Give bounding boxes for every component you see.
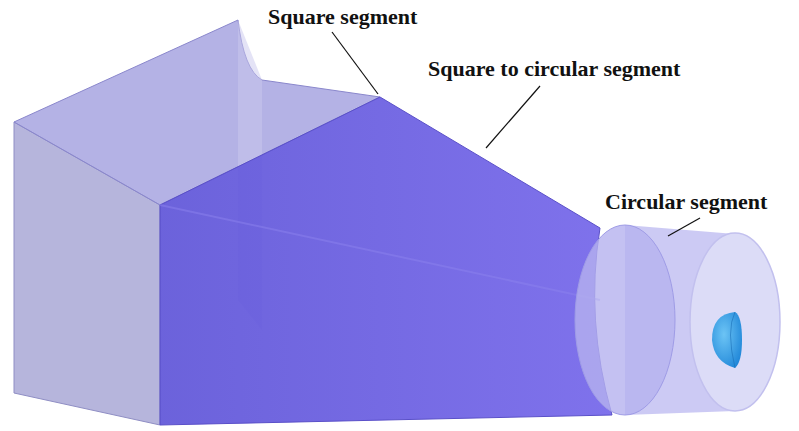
cone-edge xyxy=(731,312,736,368)
part-label: Circular segment xyxy=(605,189,767,215)
nose-cone xyxy=(712,312,742,368)
transition-edge xyxy=(160,205,600,300)
outlet-ellipse xyxy=(690,233,780,411)
part-label: Square segment xyxy=(268,4,417,30)
leader-line xyxy=(332,32,378,94)
leader-line xyxy=(486,86,540,148)
inlet-ellipse xyxy=(575,225,675,415)
part-label: Square to circular segment xyxy=(428,56,680,82)
leader-line xyxy=(668,218,700,236)
transition-body xyxy=(160,97,612,425)
